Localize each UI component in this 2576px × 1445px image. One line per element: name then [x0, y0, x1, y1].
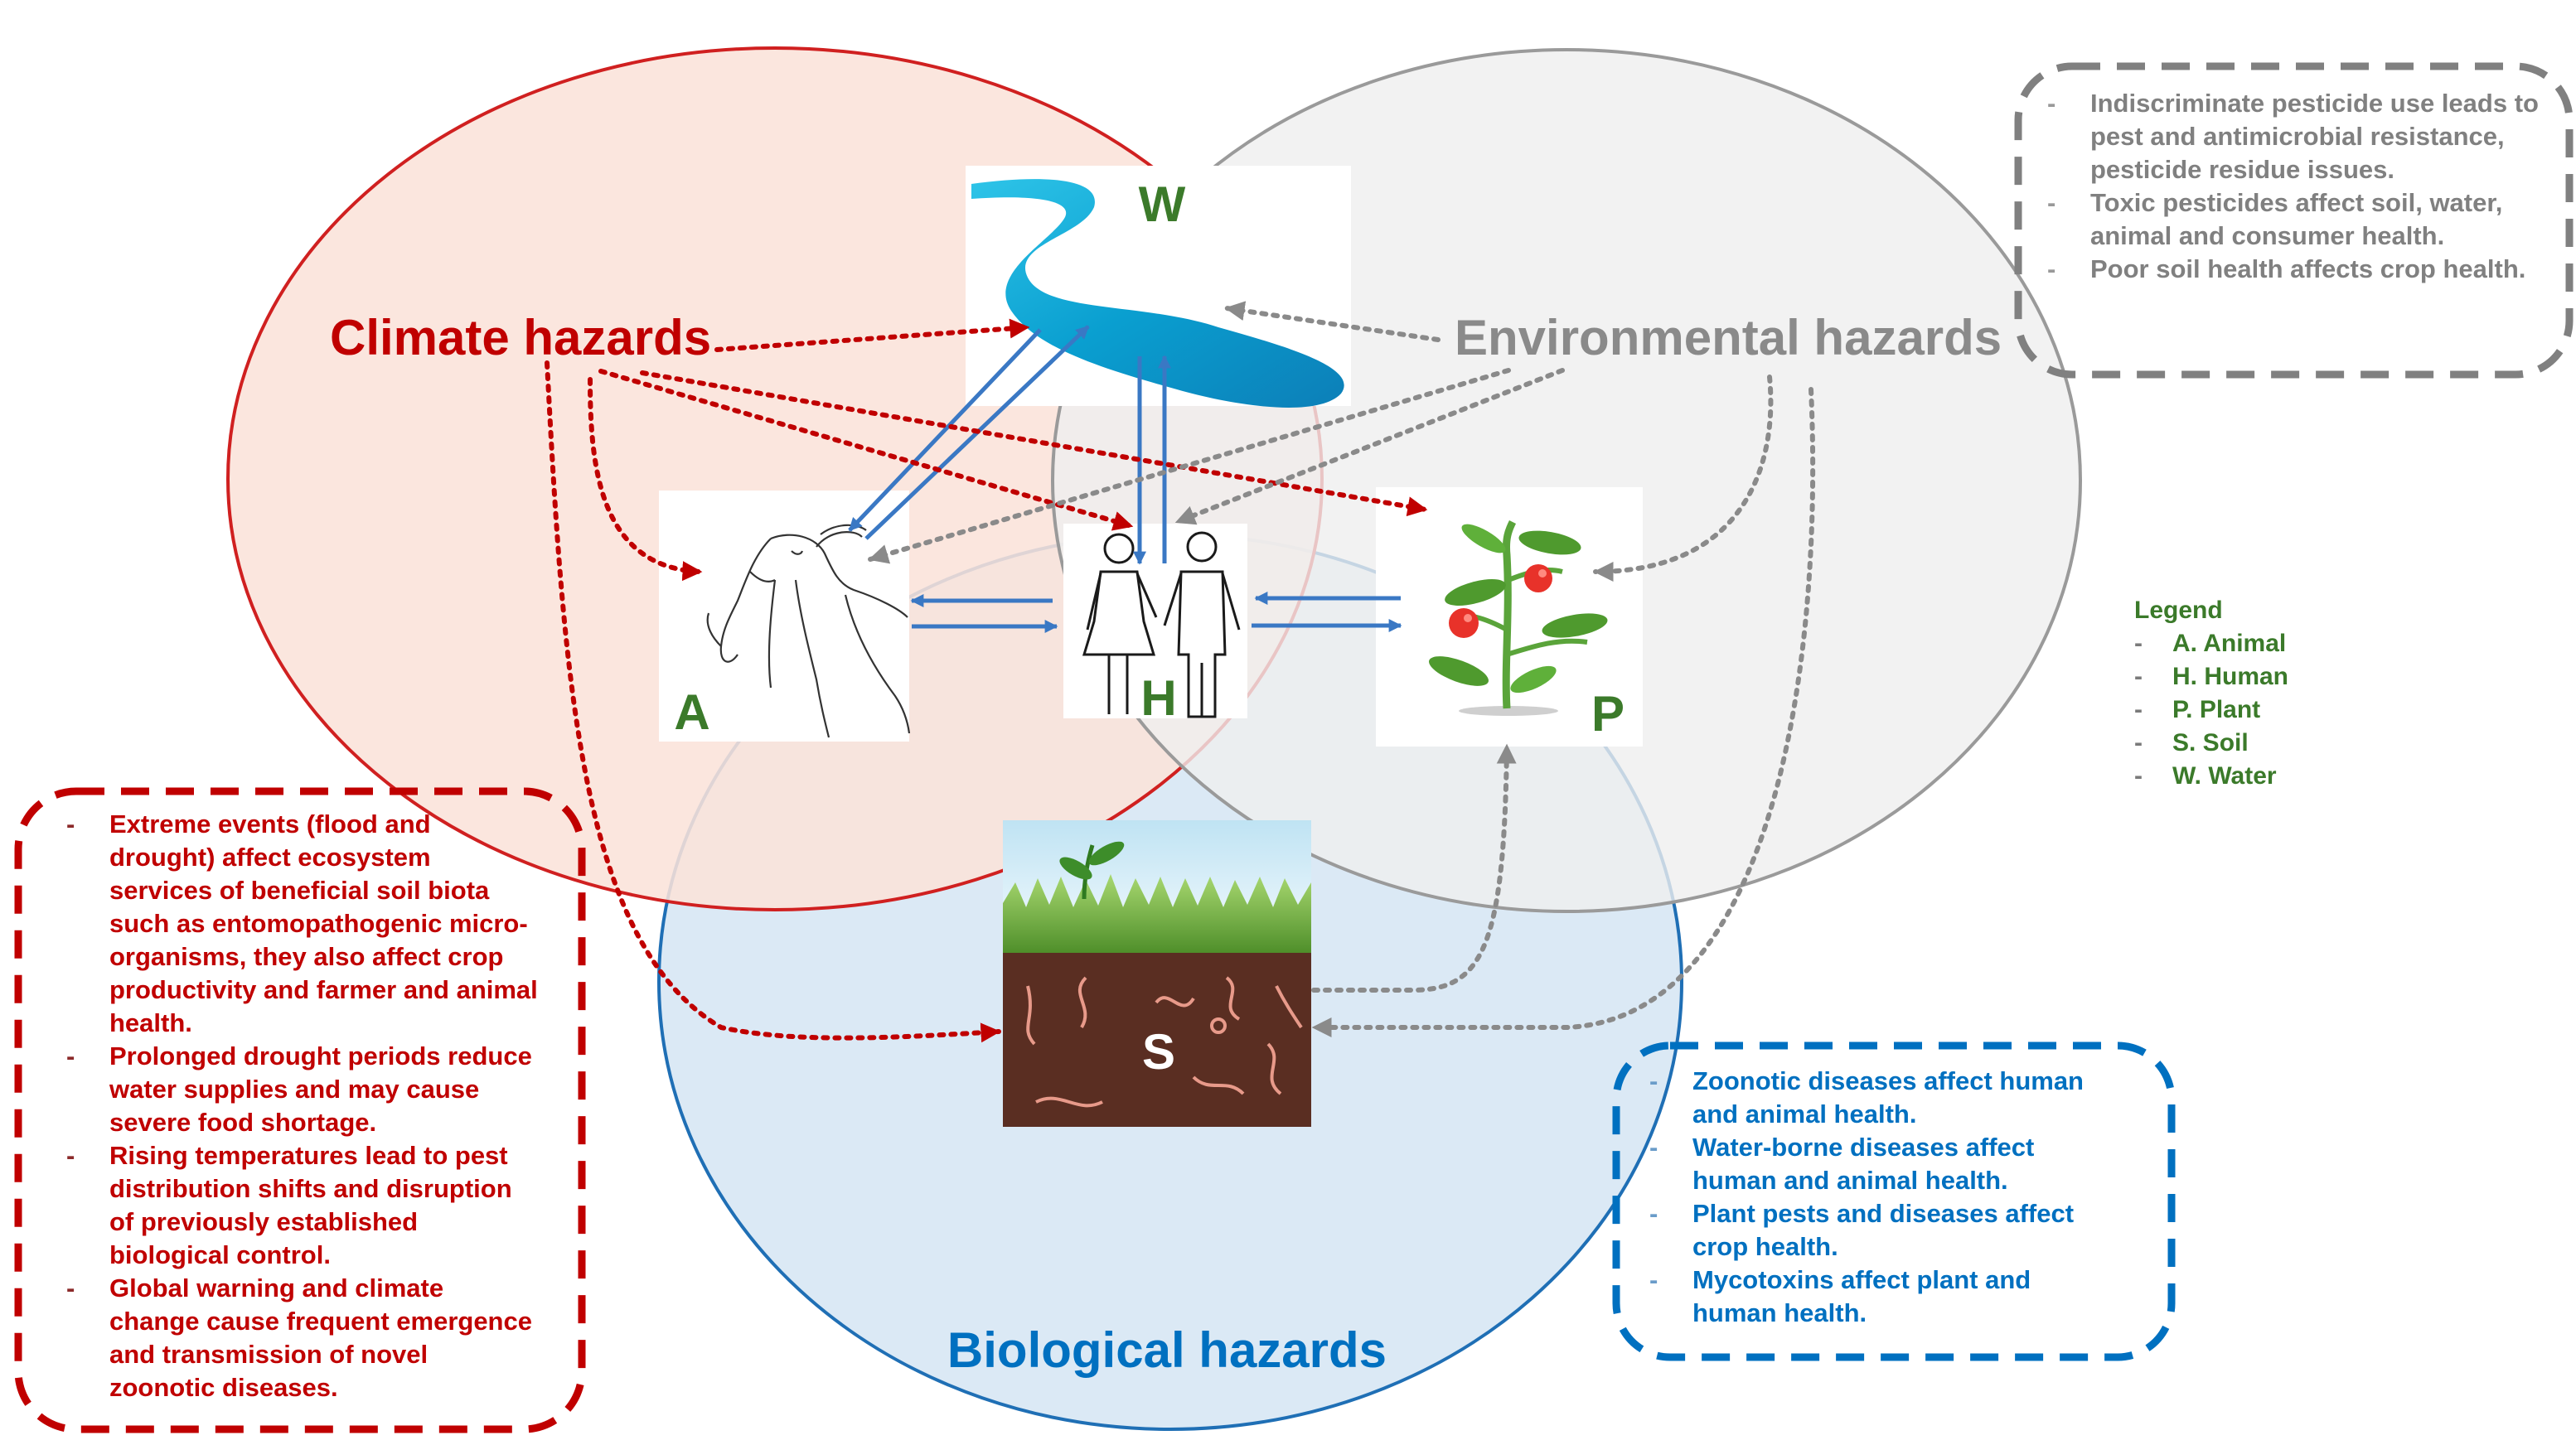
- arrow-soil-to-plant: [1311, 743, 1517, 993]
- goat-icon: [706, 524, 911, 738]
- legend-title: Legend: [2134, 597, 2223, 624]
- biological-notes: Zoonotic diseases affect human and anima…: [1649, 1065, 2114, 1330]
- legend-item: P. Plant: [2134, 694, 2288, 727]
- legend-item: H. Human: [2134, 660, 2288, 694]
- biological-hazards-label: Biological hazards: [947, 1322, 1387, 1378]
- climate-note-item: Prolonged drought periods reduce water s…: [66, 1040, 539, 1139]
- environmental-note-item: Poor soil health affects crop health.: [2047, 253, 2545, 286]
- environmental-notes: Indiscriminate pesticide use leads to pe…: [2047, 87, 2545, 286]
- water-node: W: [966, 166, 1351, 408]
- climate-notes: Extreme events (flood and drought) affec…: [66, 808, 539, 1404]
- arrow-environment-to-soil: [1311, 387, 1816, 1037]
- environmental-hazards-label: Environmental hazards: [1455, 310, 2002, 365]
- arrow-climate-to-animal: [588, 377, 703, 582]
- climate-note-item: Extreme events (flood and drought) affec…: [66, 808, 539, 1040]
- human-letter: H: [1140, 670, 1176, 726]
- arrow-water-to-animal: [848, 328, 1042, 532]
- earthworm-icons: [1026, 976, 1303, 1108]
- human-couple-icon: [1082, 531, 1241, 718]
- legend-item: A. Animal: [2134, 627, 2288, 660]
- arrow-climate-to-soil: [545, 360, 1001, 1043]
- environmental-note-item: Indiscriminate pesticide use leads to pe…: [2047, 87, 2545, 186]
- legend-item: S. Soil: [2134, 727, 2288, 760]
- environmental-notes-box: [2014, 62, 2574, 379]
- arrow-climate-to-plant: [640, 370, 1428, 517]
- environmental-note-item: Toxic pesticides affect soil, water, ani…: [2047, 186, 2545, 253]
- animal-letter: A: [674, 684, 709, 740]
- arrow-environment-to-human: [1174, 368, 1565, 525]
- biological-note-item: Mycotoxins affect plant and human health…: [1649, 1264, 2114, 1330]
- arrow-environment-to-animal: [868, 368, 1511, 564]
- soil-node: S: [1003, 820, 1311, 1127]
- soil-letter: S: [1142, 1024, 1175, 1080]
- arrow-environment-to-water: [1224, 301, 1441, 342]
- climate-note-item: Global warning and climate change cause …: [66, 1272, 539, 1404]
- human-node: H: [1063, 524, 1247, 726]
- biological-note-item: Zoonotic diseases affect human and anima…: [1649, 1065, 2114, 1131]
- tomato-plant-icon: [1429, 520, 1608, 716]
- blue-interaction-arrows: [848, 325, 1402, 634]
- environmental-hazard-arrows: [868, 301, 1816, 1037]
- biological-notes-box: [1612, 1041, 2176, 1361]
- water-letter: W: [1139, 176, 1186, 232]
- climate-notes-box: [14, 787, 586, 1433]
- plant-letter: P: [1591, 686, 1625, 742]
- climate-hazard-arrows: [545, 318, 1428, 1043]
- arrow-climate-to-water: [714, 318, 1030, 352]
- biological-note-item: Water-borne diseases affect human and an…: [1649, 1131, 2114, 1197]
- arrow-environment-to-plant: [1593, 375, 1774, 582]
- legend-item: W. Water: [2134, 760, 2288, 793]
- arrow-climate-to-human: [598, 369, 1134, 531]
- animal-node: A: [659, 491, 911, 742]
- biological-note-item: Plant pests and diseases affect crop hea…: [1649, 1197, 2114, 1264]
- legend: Legend A. Animal H. Human P. Plant S. So…: [2134, 594, 2288, 793]
- plant-node: P: [1376, 487, 1643, 747]
- climate-hazards-label: Climate hazards: [330, 310, 711, 365]
- climate-note-item: Rising temperatures lead to pest distrib…: [66, 1139, 539, 1272]
